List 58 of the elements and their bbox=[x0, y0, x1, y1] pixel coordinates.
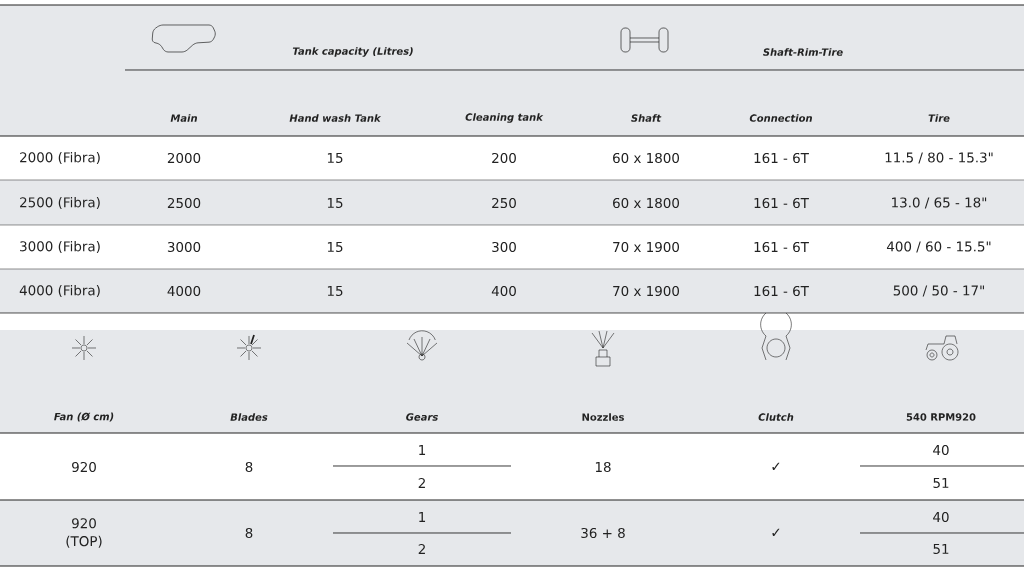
table-cell: 18 bbox=[595, 461, 611, 473]
table-cell: 70 x 1900 bbox=[613, 241, 679, 253]
column-header: Shaft bbox=[631, 114, 662, 122]
table-cell: 920 (TOP) bbox=[66, 518, 102, 548]
table-cell: 200 bbox=[492, 152, 516, 164]
column-header: Blades bbox=[230, 413, 268, 421]
table-cell: 8 bbox=[245, 461, 253, 473]
table-cell: 8 bbox=[245, 527, 253, 539]
column-header: Cleaning tank bbox=[465, 113, 544, 123]
table-cell: 2 bbox=[418, 478, 425, 488]
row-label: 2000 (Fibra) bbox=[20, 152, 100, 164]
column-header: Clutch bbox=[758, 413, 794, 421]
table-cell: 400 / 60 - 15.5" bbox=[886, 241, 991, 253]
table-cell: 161 - 6T bbox=[754, 285, 809, 297]
table-cell: 15 bbox=[327, 153, 343, 163]
table-cell: ✓ bbox=[772, 528, 780, 536]
table-cell: 40 bbox=[933, 444, 949, 456]
table-cell: 1 bbox=[419, 512, 426, 522]
column-header: Gears bbox=[406, 413, 438, 421]
table-cell: 36 + 8 bbox=[581, 527, 625, 539]
table-cell: 40 bbox=[933, 511, 949, 523]
table-cell: 15 bbox=[327, 198, 343, 208]
table-cell: 51 bbox=[933, 478, 949, 488]
column-header: Tank capacity (Litres) bbox=[292, 47, 413, 57]
table-cell: 11.5 / 80 - 15.3" bbox=[885, 152, 993, 164]
table-cell: 15 bbox=[327, 286, 343, 296]
table-cell: 500 / 50 - 17" bbox=[893, 285, 984, 297]
table-cell: 400 bbox=[491, 285, 516, 297]
table-cell: 70 x 1900 bbox=[613, 285, 679, 297]
table-cell: 13.0 / 65 - 18" bbox=[892, 197, 987, 209]
table-cell: 250 bbox=[492, 197, 516, 209]
column-header: Tire bbox=[928, 114, 950, 122]
column-header: Main bbox=[170, 114, 197, 122]
table-cell: 920 bbox=[72, 461, 96, 473]
table-cell: 3000 bbox=[167, 241, 201, 253]
table-cell: 4000 bbox=[167, 285, 201, 297]
column-header: Connection bbox=[749, 114, 812, 122]
table-cell: ✓ bbox=[772, 462, 780, 470]
table-cell: 60 x 1800 bbox=[613, 152, 679, 164]
table-cell: 2 bbox=[418, 544, 425, 554]
table-cell: 1 bbox=[419, 445, 426, 455]
table-cell: 161 - 6T bbox=[754, 241, 809, 253]
table-cell: 161 - 6T bbox=[754, 197, 809, 209]
table-cell: 2500 bbox=[167, 197, 201, 209]
table-cell: 51 bbox=[933, 544, 949, 554]
table-cell: 300 bbox=[492, 241, 516, 253]
table-cell: 15 bbox=[327, 242, 343, 252]
column-header: Nozzles bbox=[582, 413, 624, 421]
row-label: 2500 (Fibra) bbox=[20, 197, 100, 209]
table-cell: 161 - 6T bbox=[754, 152, 809, 164]
row-label: 4000 (Fibra) bbox=[19, 285, 100, 297]
table-cell: 2000 bbox=[167, 152, 201, 164]
column-header: Shaft-Rim-Tire bbox=[763, 48, 843, 56]
column-header: Fan (Ø cm) bbox=[54, 412, 114, 422]
row-label: 3000 (Fibra) bbox=[20, 241, 100, 253]
table-cell: 60 x 1800 bbox=[613, 197, 679, 209]
column-header: Hand wash Tank bbox=[289, 114, 382, 122]
column-header: 540 RPM920 bbox=[906, 413, 976, 421]
